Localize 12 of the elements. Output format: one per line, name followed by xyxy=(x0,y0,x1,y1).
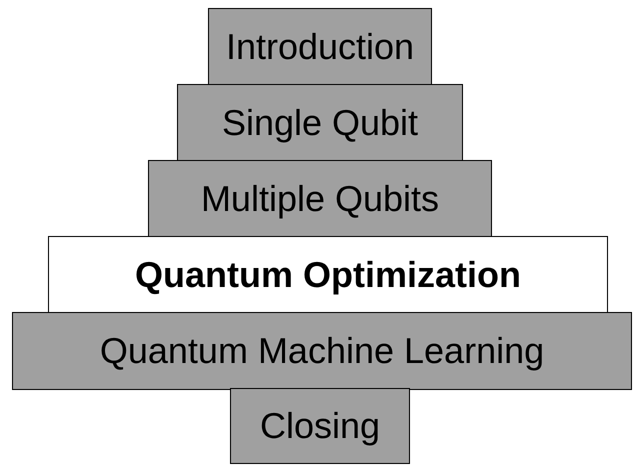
stack-layer-box xyxy=(48,236,608,314)
layer-title: Quantum Machine Learning xyxy=(100,330,544,372)
layer-title: Introduction xyxy=(226,26,414,68)
layer-title: Closing xyxy=(260,405,380,447)
stack-layer-box xyxy=(208,8,432,86)
stack-layer-box xyxy=(12,312,632,390)
layer-title: Multiple Qubits xyxy=(200,178,440,220)
layer-title: Single Qubit xyxy=(222,102,418,144)
layer-title: Quantum Optimization xyxy=(135,254,521,296)
stack-layer-box xyxy=(230,388,410,464)
stack-layer-box xyxy=(148,160,492,238)
stack-layer-box xyxy=(177,84,463,162)
